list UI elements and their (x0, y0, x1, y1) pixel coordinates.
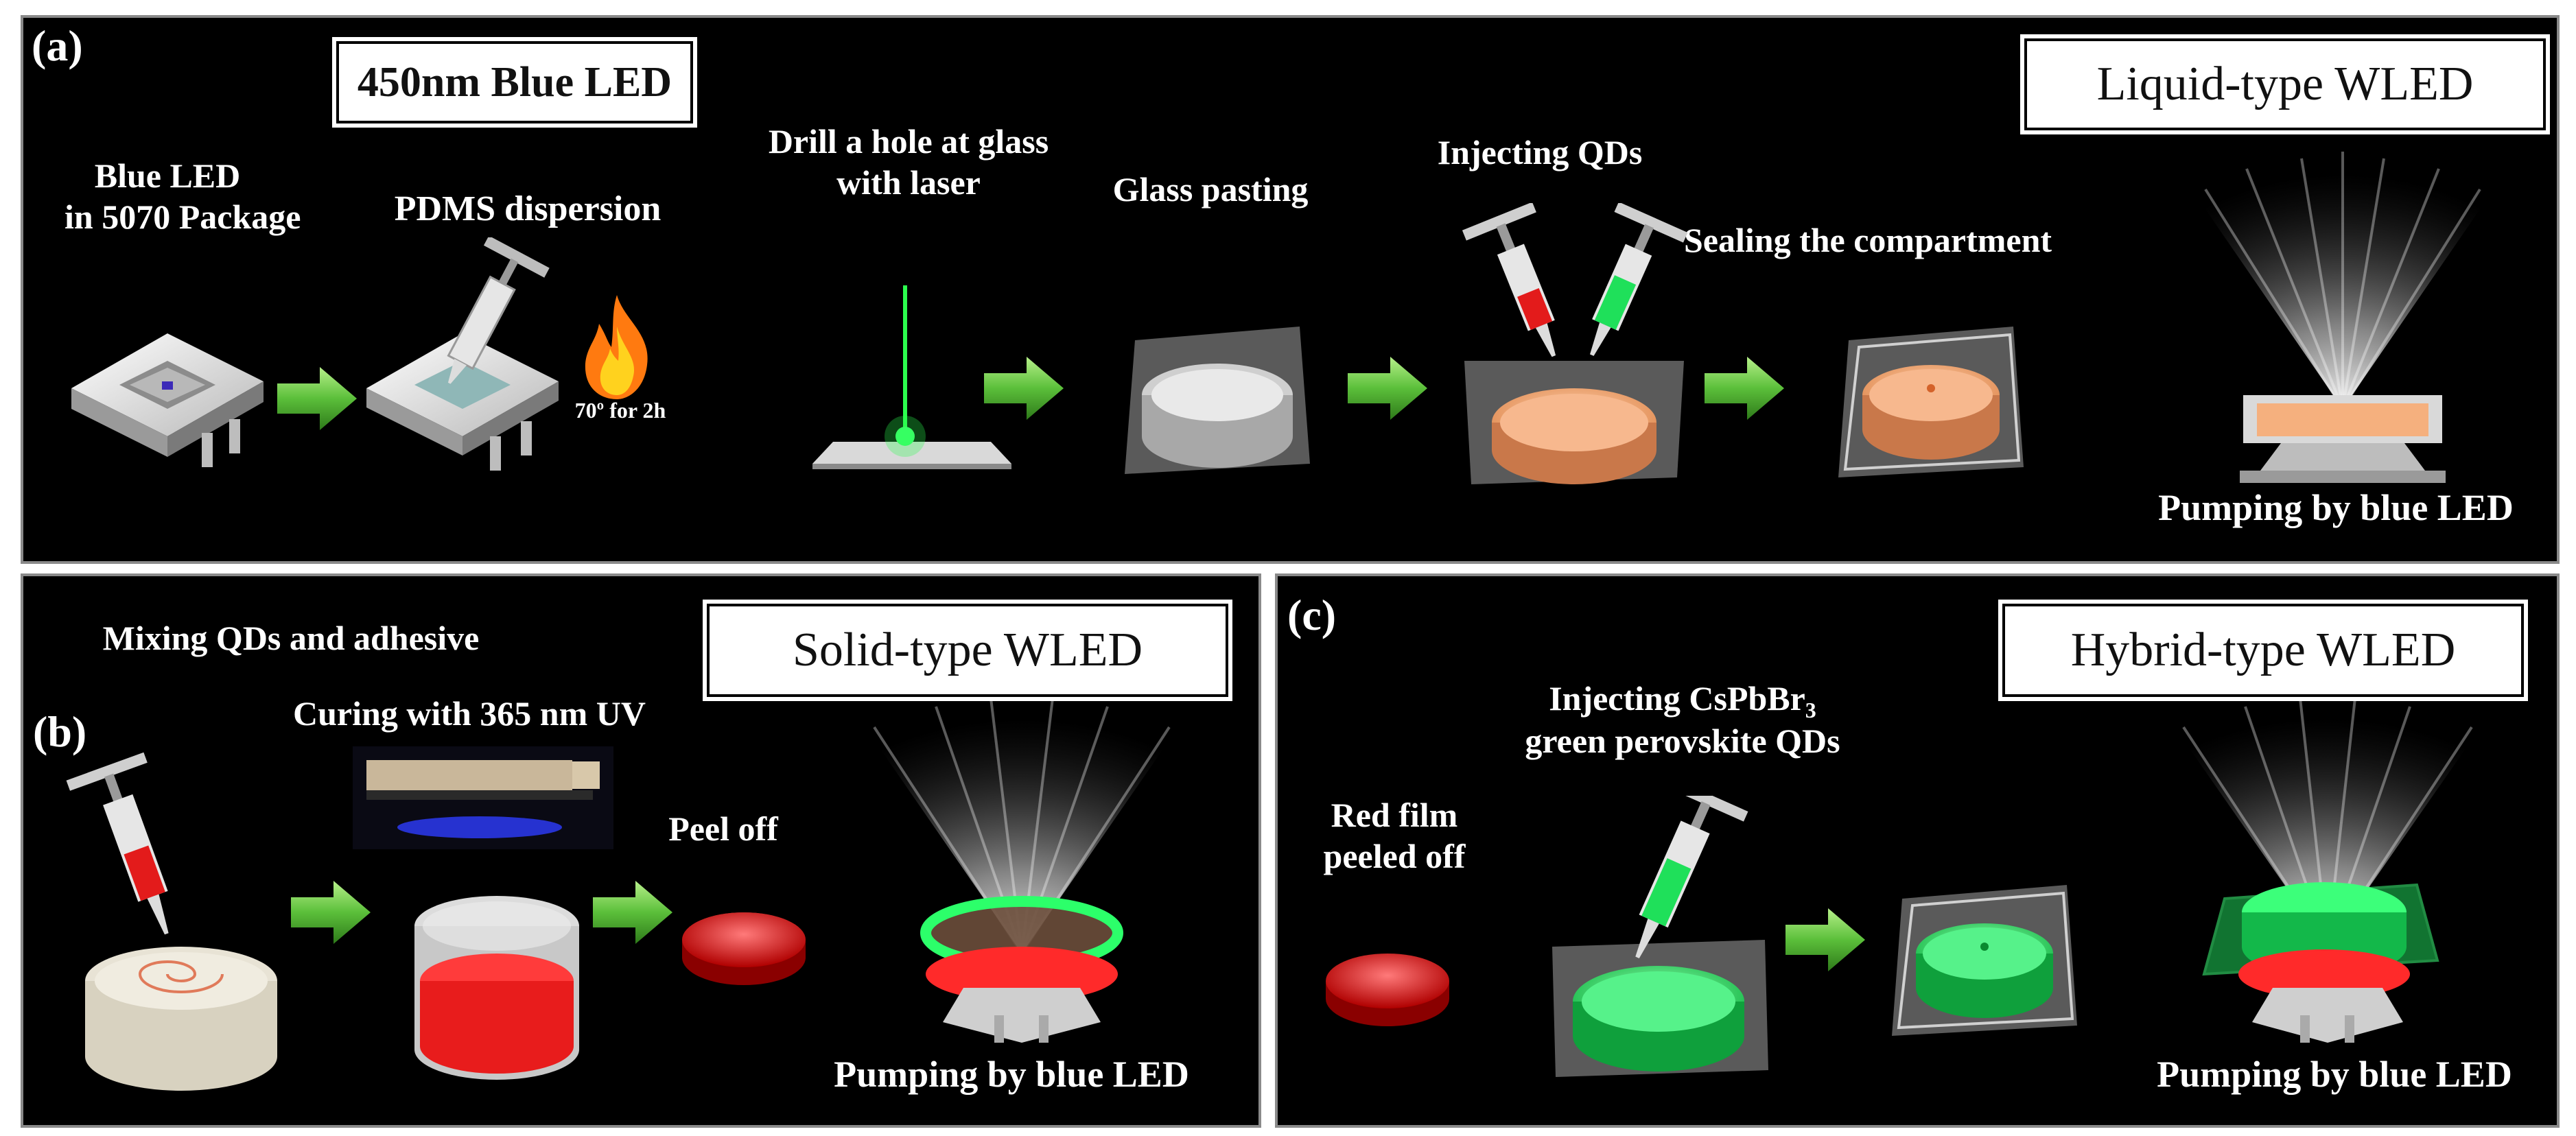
pdms-dispersion-icon (366, 237, 559, 471)
solid-wled-icon (860, 693, 1183, 1043)
hybrid-wled-icon (2170, 693, 2485, 1043)
panel-a-label: (a) (32, 21, 83, 70)
process-arrow-icon (291, 881, 371, 944)
step-red-film-label-1: Red film (1331, 796, 1458, 834)
step-pump-label-b: Pumping by blue LED (834, 1054, 1189, 1095)
liquid-type-title: Liquid-type WLED (2020, 34, 2550, 134)
panel-b-label: (b) (33, 707, 87, 756)
process-arrow-icon (277, 367, 357, 430)
injecting-qds-icon (1462, 203, 1688, 484)
blue-led-package-icon (71, 333, 264, 467)
cured-red-beaker-icon (414, 896, 579, 1080)
flame-icon (585, 295, 648, 399)
glass-dish-icon (1125, 327, 1310, 474)
panel-c-label: (c) (1287, 591, 1337, 639)
step-inject-cspbbr3-label: Injecting CsPbBr3 (1549, 679, 1816, 722)
step-pdms-label: PDMS dispersion (394, 189, 661, 228)
mixing-beaker-icon (66, 752, 277, 1091)
panel-b: Mixing QDs and adhesive Solid-type WLED … (21, 573, 1261, 1128)
process-arrow-icon (1785, 908, 1865, 971)
process-arrow-icon (984, 357, 1064, 420)
green-injection-icon (1552, 796, 1768, 1077)
laser-drill-icon (812, 285, 1011, 469)
step-pump-label: Pumping by blue LED (2158, 487, 2514, 528)
process-arrow-icon (1705, 357, 1784, 420)
step-drill-label-1: Drill a hole at glass (768, 122, 1049, 161)
hybrid-type-title: Hybrid-type WLED (1998, 600, 2528, 701)
sealed-green-compartment-icon (1892, 885, 2077, 1036)
step-red-film-label-2: peeled off (1323, 837, 1466, 875)
step-mix-label: Mixing QDs and adhesive (102, 619, 480, 657)
process-arrow-icon (593, 881, 672, 944)
step-green-perovskite-label: green perovskite QDs (1525, 722, 1840, 760)
step-inject-label: Injecting QDs (1437, 133, 1643, 171)
step-heat-label: 70º for 2h (574, 398, 666, 423)
step-package-label: in 5070 Package (65, 198, 301, 236)
step-glass-label: Glass pasting (1112, 170, 1309, 209)
step-drill-label-2: with laser (836, 163, 981, 202)
step-peel-label: Peel off (668, 809, 778, 848)
step-blue-led-label: Blue LED (94, 156, 241, 195)
panel-a: (a) 450nm Blue LED Liquid-type WLED Blue… (21, 15, 2560, 564)
solid-type-title: Solid-type WLED (703, 600, 1232, 701)
panel-c: (c) Hybrid-type WLED Injecting CsPbBr3 g… (1275, 573, 2560, 1128)
process-arrow-icon (1348, 357, 1427, 420)
led-wavelength-box: 450nm Blue LED (332, 37, 697, 128)
step-pump-label-c: Pumping by blue LED (2157, 1054, 2512, 1095)
red-film-icon (1326, 954, 1449, 1026)
liquid-wled-icon (2192, 148, 2494, 483)
uv-lamp-icon (353, 746, 613, 849)
step-cure-label: Curing with 365 nm UV (293, 694, 646, 733)
sealed-compartment-icon (1838, 327, 2024, 477)
red-film-icon (682, 912, 806, 985)
step-seal-label: Sealing the compartment (1684, 221, 2052, 259)
